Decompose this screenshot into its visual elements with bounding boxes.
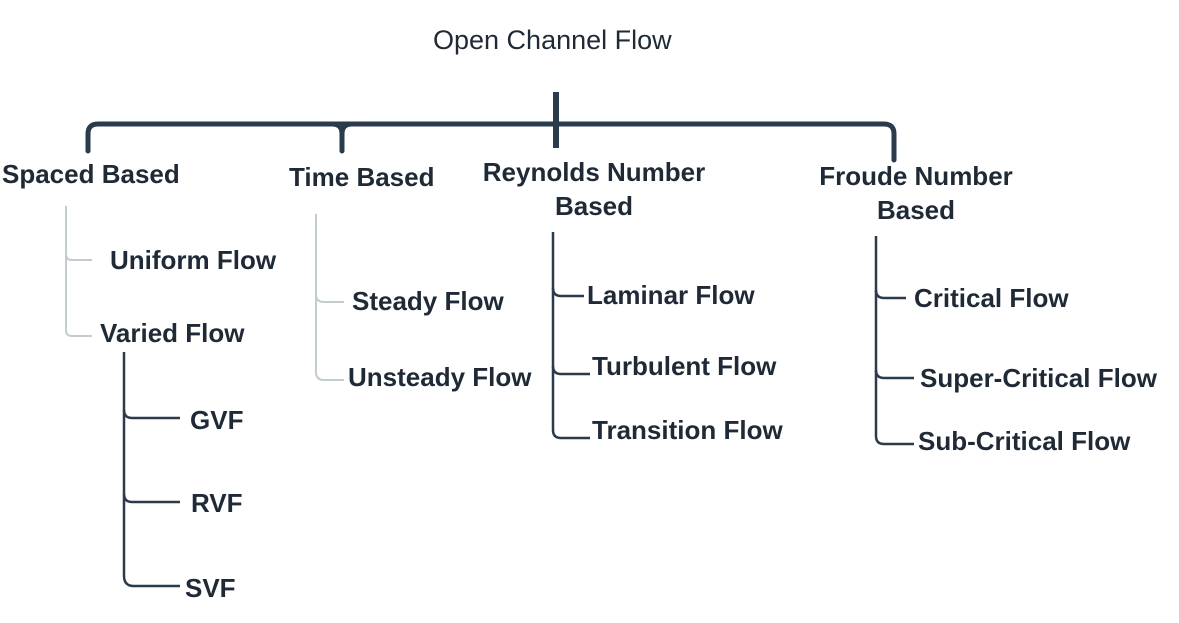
spaced-based-connector (65, 206, 92, 337)
node-steady-flow: Steady Flow (352, 286, 504, 316)
laminar-connector (551, 287, 584, 298)
node-svf: SVF (185, 573, 236, 603)
category-reynolds-number-based: Reynolds Number Based (482, 155, 706, 223)
turbulent-connector (551, 365, 590, 376)
node-unsteady-flow: Unsteady Flow (348, 362, 532, 392)
varied-flow-connector (122, 352, 180, 588)
node-transition-flow: Transition Flow (592, 415, 783, 445)
time-based-connector (315, 214, 344, 381)
node-super-critical-flow: Super-Critical Flow (920, 363, 1157, 393)
node-rvf: RVF (191, 488, 243, 518)
node-gvf: GVF (190, 405, 244, 435)
category-froude-number-based: Froude Number Based (814, 159, 1018, 227)
brace-tick-time-based (329, 121, 355, 154)
category-froude-line1: Froude Number (819, 161, 1013, 191)
top-brace (85, 121, 897, 163)
category-reynolds-line2: Based (554, 191, 634, 221)
froude-connector (874, 236, 914, 446)
rvf-connector (122, 493, 180, 504)
category-time-based: Time Based (289, 162, 435, 192)
node-turbulent-flow: Turbulent Flow (592, 351, 777, 381)
diagram-title: Open Channel Flow (433, 25, 672, 55)
reynolds-connector (551, 232, 590, 440)
steady-flow-connector (315, 293, 344, 303)
node-uniform-flow: Uniform Flow (110, 245, 277, 275)
node-laminar-flow: Laminar Flow (587, 280, 755, 310)
category-reynolds-line1: Reynolds Number (482, 157, 706, 187)
category-froude-line2: Based (876, 195, 956, 225)
node-sub-critical-flow: Sub-Critical Flow (918, 426, 1131, 456)
super-critical-connector (874, 369, 914, 380)
node-critical-flow: Critical Flow (914, 283, 1069, 313)
gvf-connector (122, 409, 180, 420)
uniform-flow-connector (65, 253, 92, 261)
critical-connector (874, 289, 906, 300)
category-spaced-based: Spaced Based (2, 159, 180, 189)
node-varied-flow: Varied Flow (100, 318, 245, 348)
